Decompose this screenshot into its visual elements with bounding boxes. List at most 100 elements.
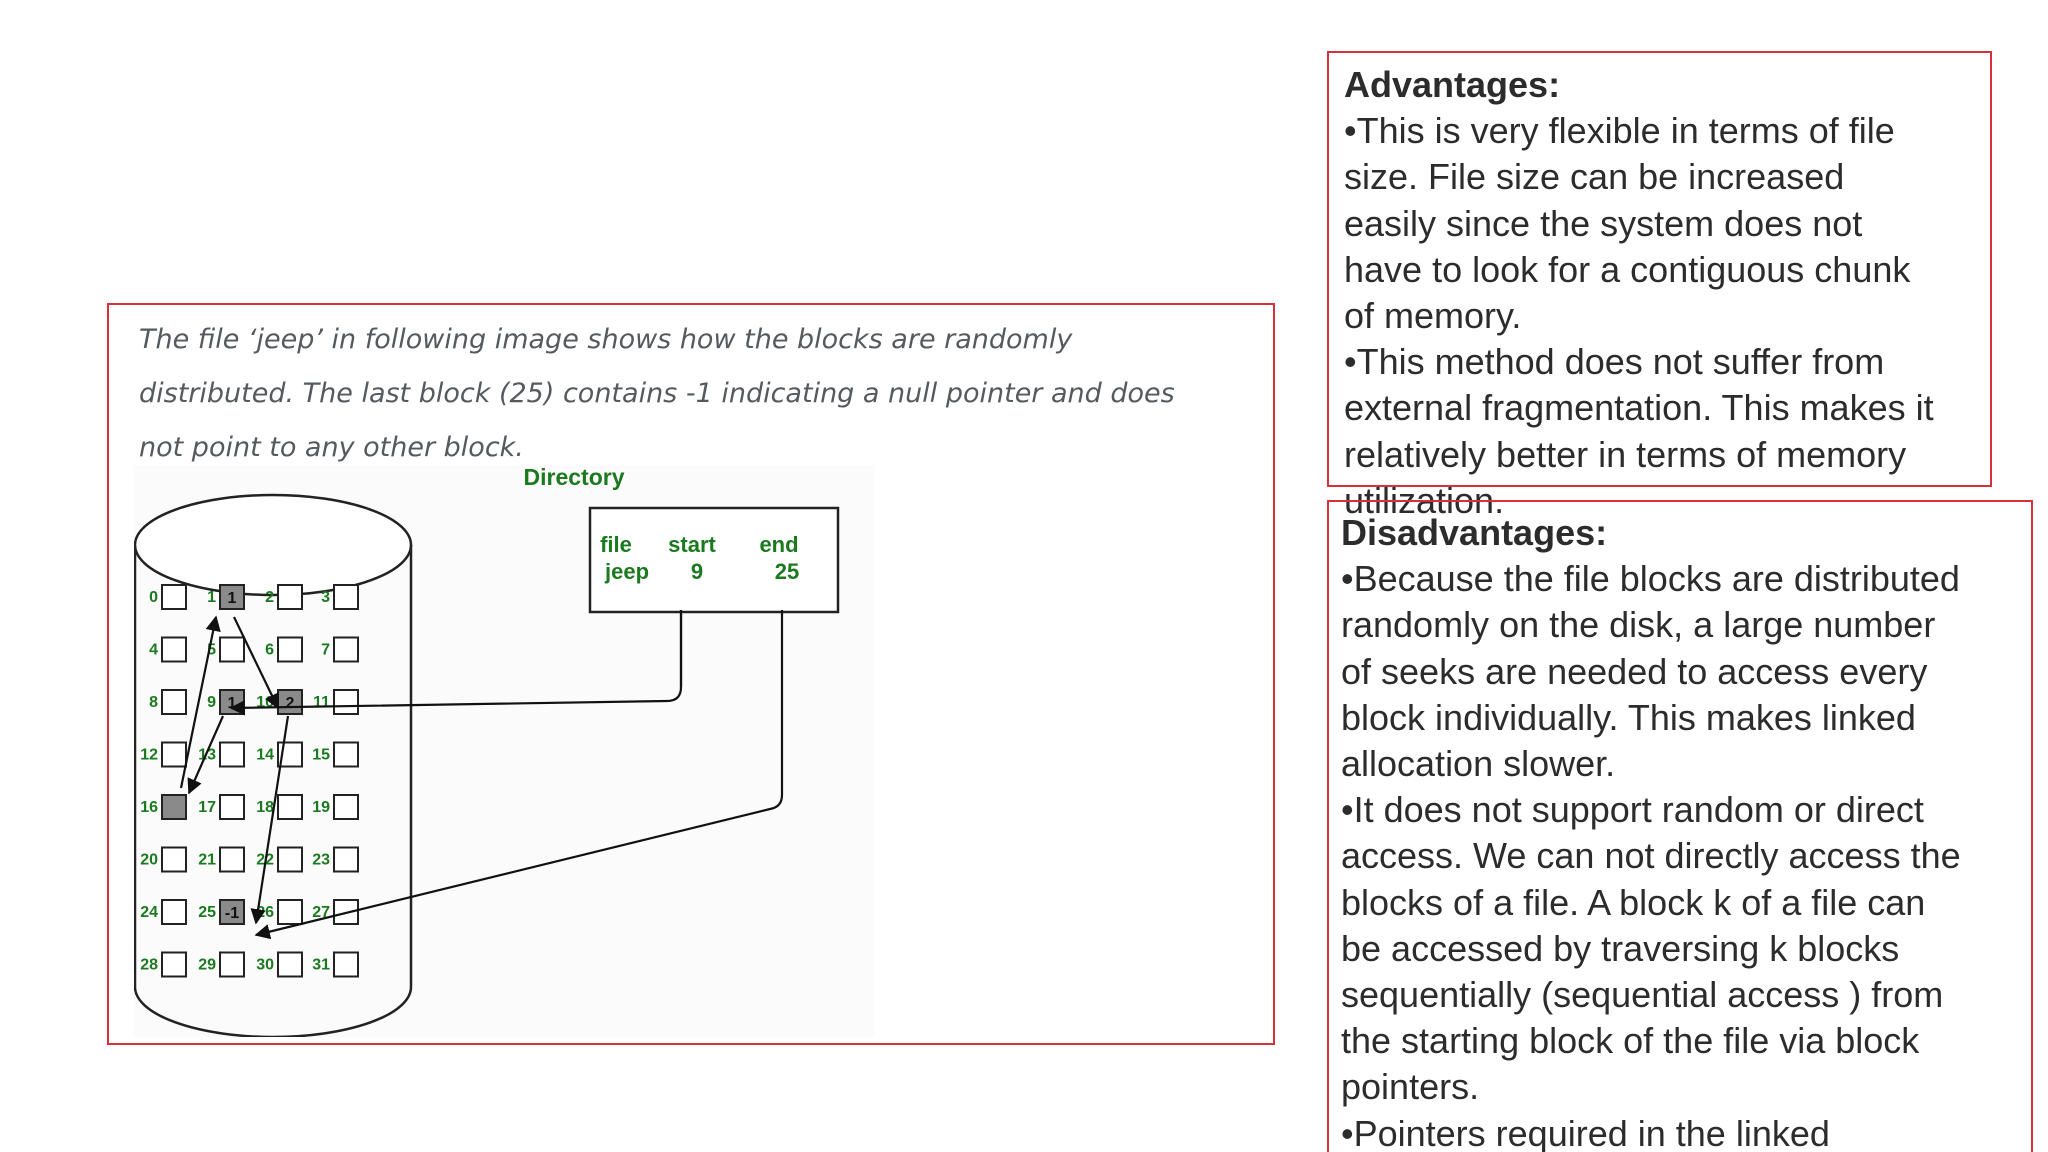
block-number-label: 7 xyxy=(321,642,330,659)
block-number-label: 24 xyxy=(140,904,158,921)
block-number-label: 19 xyxy=(312,799,330,816)
advantages-line: of memory. xyxy=(1344,295,1522,337)
used-block xyxy=(161,794,187,820)
disk-block xyxy=(333,794,359,820)
pointer-arrow xyxy=(254,610,784,940)
disadvantages-line: block individually. This makes linked xyxy=(1341,696,1916,738)
block-number-label: 9 xyxy=(207,694,216,711)
disk-block xyxy=(161,899,187,925)
block-number-label: 27 xyxy=(312,904,330,921)
disadvantages-panel: Disadvantages: •Because the file blocks … xyxy=(1327,500,2033,1152)
advantages-text: Advantages: •This is very flexible in te… xyxy=(1344,62,1934,524)
disadvantages-line: •It does not support random or direct xyxy=(1341,789,1924,831)
block-number-label: 13 xyxy=(198,747,216,764)
disadvantages-line: the starting block of the file via block xyxy=(1341,1020,1920,1062)
disk-block xyxy=(161,951,187,978)
block-pointer-value: 2 xyxy=(286,695,295,712)
advantages-line: external fragmentation. This makes it xyxy=(1344,387,1934,429)
block-number-label: 4 xyxy=(149,642,158,659)
disk-block xyxy=(161,741,187,768)
block-number-label: 3 xyxy=(321,589,330,606)
block-number-label: 23 xyxy=(312,852,330,869)
disadvantages-line: access. We can not directly access the xyxy=(1341,835,1961,877)
caption-line: distributed. The last block (25) contain… xyxy=(139,378,1175,409)
advantages-line: relatively better in terms of memory xyxy=(1344,433,1907,475)
disk-block xyxy=(333,636,359,663)
advantages-panel: Advantages: •This is very flexible in te… xyxy=(1327,51,1992,521)
disk-cylinder xyxy=(134,493,413,1037)
block-number-label: 20 xyxy=(140,852,158,869)
block-number-label: 28 xyxy=(140,957,158,974)
figure-caption: The file ‘jeep’ in following image shows… xyxy=(139,313,1269,475)
directory-title: Directory xyxy=(524,465,625,490)
block-number-label: 0 xyxy=(149,589,158,606)
disk-block xyxy=(161,846,187,873)
linked-allocation-figure: The file ‘jeep’ in following image shows… xyxy=(107,303,1275,1045)
disk-block xyxy=(277,584,303,610)
disadvantages-line: of seeks are needed to access every xyxy=(1341,650,1928,692)
block-number-label: 11 xyxy=(313,694,330,711)
advantages-line: easily since the system does not xyxy=(1344,202,1863,244)
block-pointer-value: 1 xyxy=(228,590,237,607)
disadvantages-line: blocks of a file. A block k of a file ca… xyxy=(1341,881,1926,923)
advantages-line: have to look for a contiguous chunk xyxy=(1344,248,1911,290)
block-number-label: 6 xyxy=(265,642,274,659)
used-block xyxy=(219,899,245,925)
disk-block xyxy=(219,951,245,978)
pointer-arrow xyxy=(250,715,290,925)
pointer-arrow xyxy=(233,616,279,710)
advantages-heading: Advantages: xyxy=(1344,64,1561,105)
disadvantages-line: sequentially (sequential access ) from xyxy=(1341,974,1944,1016)
directory-header-file: file xyxy=(600,532,632,557)
directory-table xyxy=(588,506,840,614)
disk-block xyxy=(219,846,245,873)
block-number-label: 29 xyxy=(198,957,216,974)
block-number-label: 1 xyxy=(207,589,216,606)
directory-cell-file: jeep xyxy=(604,559,649,584)
block-number-label: 8 xyxy=(149,694,158,711)
used-block xyxy=(219,584,245,610)
directory-header-end: end xyxy=(759,532,798,557)
block-pointer-value: -1 xyxy=(225,905,239,922)
disk-block xyxy=(277,899,303,925)
disk-block xyxy=(161,689,187,715)
block-number-label: 30 xyxy=(256,957,274,974)
advantages-line: •This is very flexible in terms of file xyxy=(1344,110,1895,152)
block-number-label: 16 xyxy=(140,799,158,816)
caption-line: The file ‘jeep’ in following image shows… xyxy=(139,324,1073,355)
disadvantages-line: be accessed by traversing k blocks xyxy=(1341,927,1900,969)
block-number-label: 31 xyxy=(312,957,330,974)
block-number-label: 15 xyxy=(312,747,330,764)
disk-block xyxy=(277,951,303,978)
disk-block xyxy=(333,689,359,715)
disadvantages-text: Disadvantages: •Because the file blocks … xyxy=(1341,510,1961,1152)
disadvantages-line: allocation slower. xyxy=(1341,743,1616,785)
block-pointer-value: 1 xyxy=(228,695,237,712)
disk-block xyxy=(219,794,245,820)
disk-block xyxy=(277,846,303,873)
disadvantages-line: pointers. xyxy=(1341,1066,1480,1108)
disk-block xyxy=(333,846,359,873)
block-number-label: 21 xyxy=(198,852,216,869)
block-number-label: 5 xyxy=(207,642,216,659)
disk-block xyxy=(277,794,303,820)
advantages-line: •This method does not suffer from xyxy=(1344,341,1885,383)
disk-block xyxy=(219,636,245,663)
disadvantages-heading: Disadvantages: xyxy=(1341,512,1608,553)
disk-block xyxy=(277,636,303,663)
disk-block xyxy=(161,584,187,610)
pointer-arrow xyxy=(179,615,221,789)
disk-block xyxy=(333,741,359,768)
block-number-label: 14 xyxy=(256,747,274,764)
directory-header-start: start xyxy=(668,532,716,557)
block-number-label: 2 xyxy=(265,589,274,606)
disk-block xyxy=(219,741,245,768)
disk-block xyxy=(333,951,359,978)
block-number-label: 17 xyxy=(198,799,216,816)
directory-cell-end: 25 xyxy=(775,559,799,584)
block-pointers xyxy=(179,610,784,940)
pointer-arrow xyxy=(229,610,683,716)
block-number-label: 12 xyxy=(140,747,158,764)
